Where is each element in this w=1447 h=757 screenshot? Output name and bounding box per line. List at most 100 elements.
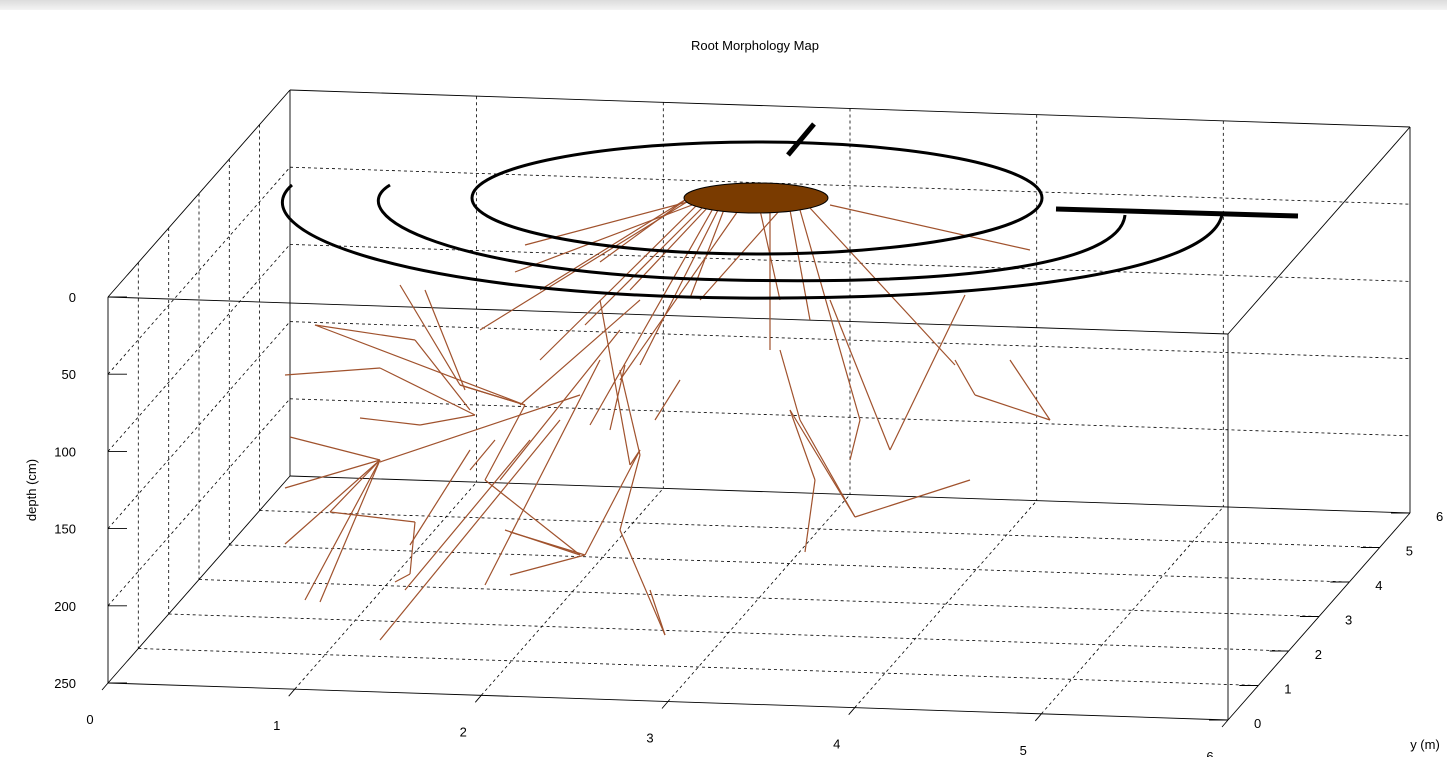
x-tick-label: 5 [1020, 743, 1027, 757]
z-tick-label: 50 [62, 367, 76, 382]
root-segment [484, 404, 526, 481]
root-segment [804, 479, 816, 553]
ring-middle [376, 183, 1127, 283]
root-segment [539, 197, 689, 291]
root-segment [504, 529, 581, 556]
root-segment [1009, 359, 1051, 421]
root-segment [484, 479, 581, 556]
left-wall-grid-line [107, 398, 291, 607]
back-wall-grid-line [289, 244, 1411, 282]
root-segment [639, 205, 721, 366]
y-tick-label: 2 [1315, 647, 1322, 662]
left-wall-grid-line [107, 244, 291, 452]
floor-grid-line [168, 613, 1289, 652]
root-segment [539, 201, 701, 361]
root-segment [609, 364, 626, 431]
root-segment [304, 459, 381, 601]
y-tick-label: 1 [1284, 682, 1291, 697]
root-segment [654, 379, 681, 421]
root-segment [409, 449, 471, 546]
root-segment [584, 204, 706, 326]
root-segment [524, 199, 696, 246]
root-segment [789, 409, 856, 518]
z-axis-label: depth (cm) [24, 459, 39, 521]
root-segment [584, 449, 641, 556]
y-axis-label: y (m) [1410, 737, 1440, 752]
root-segment [379, 419, 561, 641]
ring-outer [280, 183, 1224, 300]
root-segment [314, 324, 416, 341]
root-segment [599, 197, 689, 263]
z-tick-label: 100 [54, 444, 76, 459]
z-tick-label: 250 [54, 676, 76, 691]
root-segment [314, 324, 526, 406]
root-segment [649, 589, 666, 636]
x-tick-mark [288, 688, 296, 697]
root-segment [519, 299, 641, 406]
root-segment [469, 439, 496, 471]
root-segment [394, 573, 411, 583]
root-segment [379, 394, 581, 463]
y-tick-label: 4 [1375, 578, 1382, 593]
x-tick-label: 6 [1206, 749, 1213, 757]
y-tick-label: 0 [1254, 716, 1261, 731]
root-segment [329, 511, 416, 523]
left-wall-grid-line [107, 321, 291, 529]
root-segment [514, 201, 701, 273]
z-tick-label: 200 [54, 599, 76, 614]
root-segment [479, 199, 691, 331]
window-top-strip [0, 0, 1447, 10]
x-tick-mark [1034, 713, 1042, 722]
root-segment [829, 299, 891, 451]
axes-box-edge [107, 89, 291, 298]
ring-marker-bar [1055, 206, 1299, 219]
root-segment [459, 384, 526, 406]
root-segment [619, 207, 741, 381]
floor-grid-line [854, 500, 1038, 708]
root-segment [329, 459, 381, 513]
ring-inner [470, 140, 1044, 256]
x-tick-label: 4 [833, 737, 840, 752]
root-segments [284, 197, 1051, 641]
root-segment [499, 329, 621, 481]
back-wall-grid-line [289, 166, 1411, 205]
axes-box-edge [289, 89, 1411, 128]
z-tick-label: 150 [54, 522, 76, 537]
z-tick-label: 0 [69, 290, 76, 305]
x-tick-mark [661, 701, 669, 709]
root-segment [974, 394, 1051, 421]
x-tick-mark [101, 682, 109, 691]
y-tick-label: 3 [1345, 613, 1352, 628]
y-tick-label: 6 [1436, 509, 1443, 524]
x-tick-mark [474, 695, 482, 703]
x-tick-label: 2 [460, 724, 467, 739]
root-segment [409, 521, 416, 575]
root-segment [414, 339, 471, 411]
axes-box-edge [289, 475, 1411, 514]
root-segment [484, 359, 601, 586]
floor-grid-line [198, 579, 1320, 617]
x-tick-label: 3 [646, 731, 653, 746]
root-segment [404, 439, 531, 591]
root-segment [854, 479, 971, 518]
surface-rings [280, 122, 1299, 300]
root-segment [379, 367, 476, 416]
root-segment [399, 284, 461, 386]
floor-grid-line [1040, 506, 1224, 715]
axes-box-edge [107, 475, 291, 684]
root-segment [789, 409, 816, 481]
root-segment [789, 209, 811, 321]
root-segment [589, 204, 716, 426]
root-segment [799, 209, 861, 421]
floor-grid-line [138, 648, 1259, 686]
root-segment [619, 369, 641, 456]
x-tick-mark [848, 707, 856, 715]
root-segment [829, 204, 1031, 251]
chart-title: Root Morphology Map [691, 38, 819, 53]
root-segment [809, 207, 956, 366]
x-tick-label: 1 [273, 718, 280, 733]
y-tick-label: 5 [1406, 544, 1413, 559]
root-segment [849, 419, 861, 461]
root-segment [779, 349, 801, 421]
